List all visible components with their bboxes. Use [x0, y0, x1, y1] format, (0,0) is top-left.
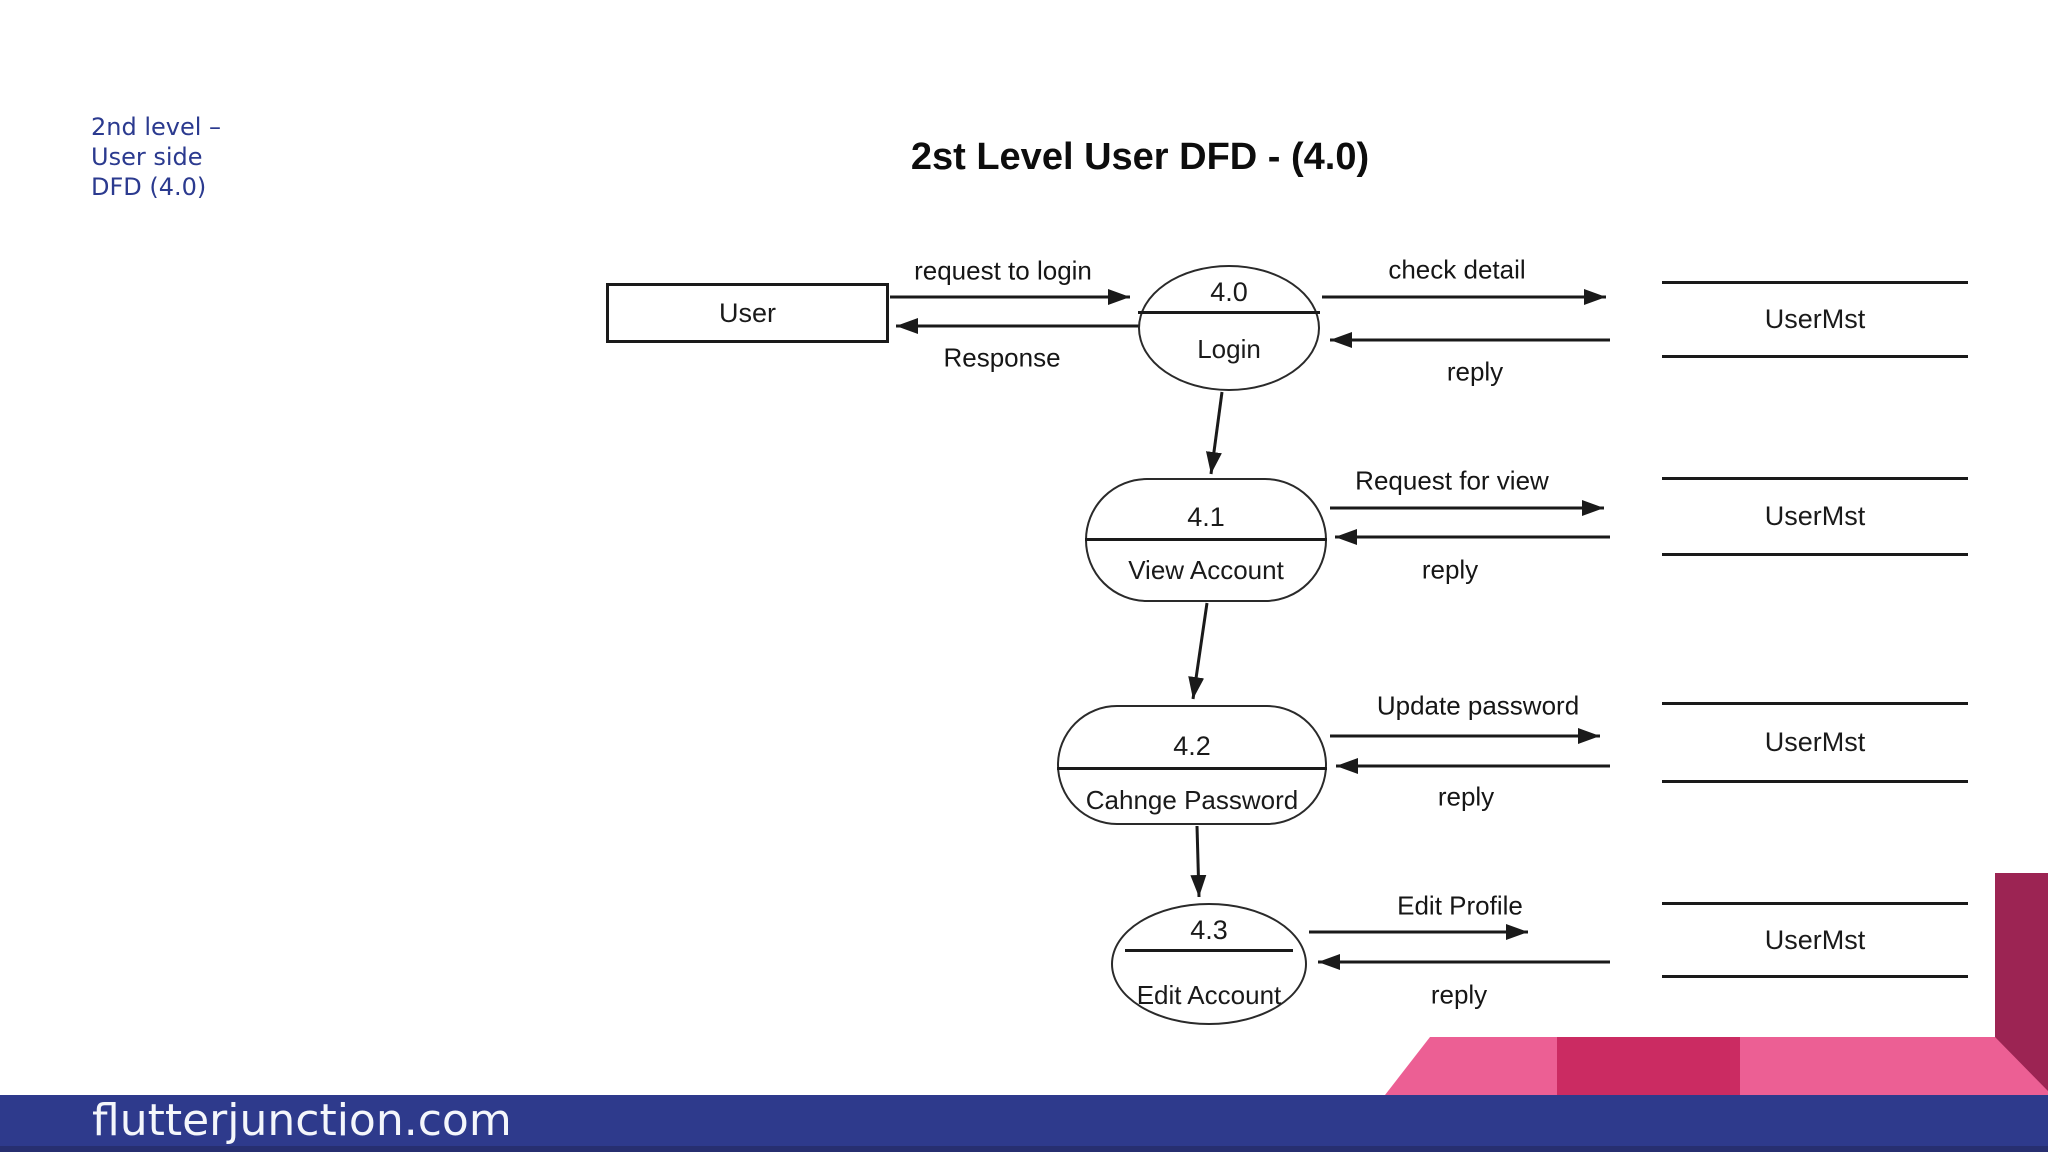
- datastore-label: UserMst: [1764, 304, 1866, 334]
- slide-note-line: User side: [91, 143, 203, 171]
- process-id: 4.3: [1190, 915, 1228, 945]
- process-divider: [1085, 538, 1327, 541]
- process-id: 4.2: [1173, 731, 1211, 761]
- process-name: View Account: [1128, 555, 1284, 585]
- footer-site-text: flutterjunction.com: [92, 1095, 512, 1146]
- slide-note: 2nd level – User side DFD (4.0): [91, 112, 221, 202]
- flow-label-reply-2: reply: [1421, 554, 1479, 585]
- process-name: Cahnge Password: [1085, 785, 1299, 815]
- process-id: 4.1: [1187, 502, 1225, 532]
- diagram-title: 2st Level User DFD - (4.0): [910, 136, 1370, 178]
- datastore-label: UserMst: [1764, 501, 1866, 531]
- datastore-label: UserMst: [1764, 727, 1866, 757]
- flow-label-check-detail: check detail: [1388, 254, 1526, 285]
- flow-label-request-login: request to login: [914, 255, 1092, 286]
- process-divider: [1138, 311, 1320, 314]
- flow-label-response: Response: [943, 342, 1061, 373]
- decoration-pink-band: [1385, 1037, 2048, 1095]
- process-divider: [1057, 767, 1327, 770]
- datastore-usermst-2: UserMst: [1662, 477, 1968, 556]
- datastore-usermst-4: UserMst: [1662, 902, 1968, 978]
- process-id: 4.0: [1210, 277, 1248, 307]
- entity-user: User: [606, 283, 889, 343]
- process-change-password: 4.2 Cahnge Password: [1057, 705, 1327, 825]
- process-login: 4.0 Login: [1138, 265, 1320, 391]
- datastore-usermst-1: UserMst: [1662, 281, 1968, 358]
- connector-change-edit: [1190, 825, 1207, 898]
- flow-label-reply-3: reply: [1437, 781, 1495, 812]
- connector-view-change: [1188, 602, 1209, 700]
- process-name: Edit Account: [1136, 980, 1282, 1010]
- decoration-maroon-bar: [1995, 873, 2048, 1038]
- slide-note-line: DFD (4.0): [91, 173, 207, 201]
- footer-bar: flutterjunction.com: [0, 1095, 2048, 1152]
- datastore-usermst-3: UserMst: [1662, 702, 1968, 783]
- flow-label-update-password: Update password: [1376, 690, 1580, 721]
- flow-label-request-view: Request for view: [1355, 465, 1549, 496]
- connector-login-view: [1205, 391, 1224, 475]
- process-name: Login: [1197, 334, 1261, 364]
- process-edit-account: 4.3 Edit Account: [1111, 903, 1307, 1025]
- decoration-band-segment: [1740, 1037, 2048, 1095]
- process-view-account: 4.1 View Account: [1085, 478, 1327, 602]
- entity-user-label: User: [718, 297, 776, 328]
- decoration-band-segment: [1557, 1037, 1740, 1095]
- flow-label-edit-profile: Edit Profile: [1397, 890, 1523, 921]
- flow-label-reply-1: reply: [1446, 356, 1504, 387]
- process-divider: [1125, 949, 1293, 952]
- decoration-band-segment: [1385, 1037, 1557, 1095]
- flow-label-reply-4: reply: [1430, 979, 1488, 1010]
- datastore-label: UserMst: [1764, 924, 1866, 955]
- slide-note-line: 2nd level –: [91, 113, 222, 141]
